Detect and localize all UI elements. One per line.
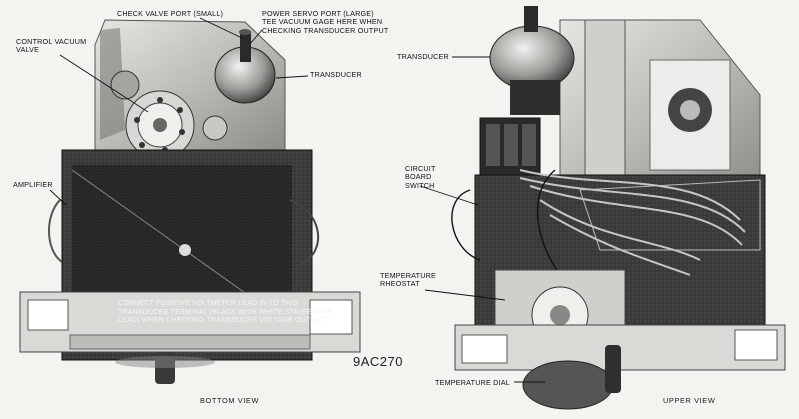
caption-upper-view: UPPER VIEW xyxy=(663,396,716,405)
upper-view-illustration xyxy=(451,6,786,410)
label-control-vacuum-valve: CONTROL VACUUM VALVE xyxy=(16,37,87,55)
bottom-view-illustration xyxy=(19,19,361,384)
label-power-servo-port: POWER SERVO PORT (LARGE) TEE VACUUM GAGE… xyxy=(262,9,389,35)
label-transducer-left: TRANSDUCER xyxy=(310,70,362,79)
label-temperature-dial: TEMPERATURE DIAL xyxy=(435,378,510,387)
label-temperature-rheostat: TEMPERATURE RHEOSTAT xyxy=(380,271,436,289)
label-circuit-board-switch: CIRCUIT BOARD SWITCH xyxy=(405,164,436,190)
label-amplifier: AMPLIFIER xyxy=(13,180,53,189)
label-voltmeter-note: CONNECT POSITIVE VOLTMETER LEAD IN TO TH… xyxy=(118,300,333,324)
figure-code: 9AC270 xyxy=(353,354,403,369)
label-check-valve-port: CHECK VALVE PORT (SMALL) xyxy=(117,9,224,18)
caption-bottom-view: BOTTOM VIEW xyxy=(200,396,260,405)
label-transducer-right: TRANSDUCER xyxy=(397,52,449,61)
